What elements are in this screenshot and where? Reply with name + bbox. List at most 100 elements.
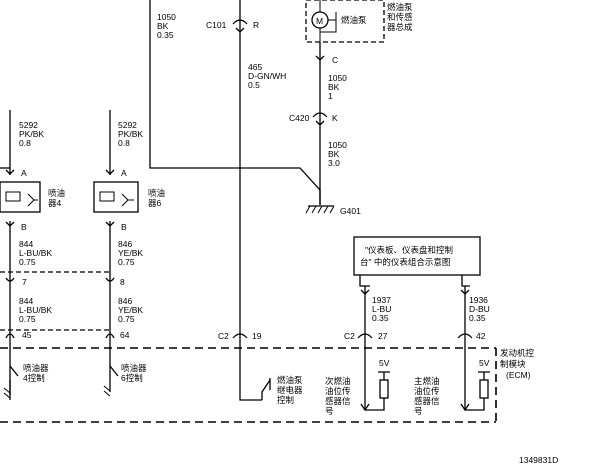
- label-inj4-ctrl-1: 4控制: [23, 373, 45, 383]
- label-inj4-w1_size: 0.75: [19, 257, 36, 267]
- label-inj6-w_top_color: PK/BK: [118, 129, 143, 139]
- ecm-label-2: 制模块: [500, 359, 526, 369]
- label-inj4-pin_b: B: [21, 222, 27, 232]
- label-ecm-sec_sensor-1: 油位传: [325, 386, 351, 396]
- label-ecm-relay_ctrl-2: 控制: [277, 395, 294, 405]
- pump-assembly-2: 和传感: [387, 12, 413, 22]
- c420-pin: K: [332, 113, 338, 123]
- label-ecm-sec_sensor-0: 次燃油: [325, 376, 351, 386]
- pump-motor: M: [316, 16, 323, 26]
- ecm-label-1: 发动机控: [500, 348, 535, 358]
- ecm-box: [0, 347, 497, 423]
- label-inj4-splice_pin: 7: [22, 277, 27, 287]
- wire-left-gauge: 1050: [157, 12, 176, 22]
- label-ecm-main_sensor-0: 主燃油: [414, 376, 440, 386]
- c101-connector: [232, 19, 248, 25]
- w465-size: 0.5: [248, 80, 260, 90]
- label-inj4-label-0: 喷油: [48, 188, 65, 198]
- w-ground-gauge: 1050: [328, 140, 347, 150]
- wire-1050-left: [149, 0, 321, 205]
- pump-label: 燃油泵: [341, 15, 367, 25]
- label-inj6-splice_pin: 8: [120, 277, 125, 287]
- label-sig-w1936_color: D-BU: [469, 304, 490, 314]
- pump-conn: C: [332, 55, 338, 65]
- label-ecm-c2a_pin: 19: [252, 331, 262, 341]
- label-inj4-w_top_color: PK/BK: [19, 129, 44, 139]
- label-inj6-ecm_pin: 64: [120, 330, 130, 340]
- label-inj6-w2_size: 0.75: [118, 314, 135, 324]
- label-inj4-w2_gauge: 844: [19, 296, 33, 306]
- label-inj6-pin_b: B: [121, 222, 127, 232]
- label-ecm-sec_sensor-3: 号: [325, 406, 334, 416]
- label-sig-w1936_size: 0.35: [469, 313, 486, 323]
- label-ecm-c2b_pin: 27: [378, 331, 388, 341]
- pump-assembly-1: 燃油泵: [387, 2, 413, 12]
- label-inj4-label-1: 器4: [48, 198, 62, 208]
- c101-pin: R: [253, 20, 259, 30]
- ref-box: [353, 236, 481, 276]
- w465-gauge: 465: [248, 62, 262, 72]
- ref-line1: "仪表板、仪表盘和控制: [365, 245, 453, 255]
- injector-4: [0, 181, 41, 213]
- label-inj4-w2_size: 0.75: [19, 314, 36, 324]
- wire-left-size: 0.35: [157, 30, 174, 40]
- label-ecm-main_sensor-1: 油位传: [414, 386, 440, 396]
- w-ground-color: BK: [328, 149, 340, 159]
- w-pump-color: BK: [328, 82, 340, 92]
- label-ecm-main_sensor-2: 感器信: [414, 396, 440, 406]
- label-inj4-w_top_gauge: 5292: [19, 120, 38, 130]
- label-inj4-w1_gauge: 844: [19, 239, 33, 249]
- injector-6: [93, 181, 139, 213]
- label-inj6-w1_gauge: 846: [118, 239, 132, 249]
- label-sig-w1937_color: L-BU: [372, 304, 391, 314]
- label-inj6-ctrl-1: 6控制: [121, 373, 143, 383]
- label-inj4-w1_color: L-BU/BK: [19, 248, 52, 258]
- label-sig-w1937_size: 0.35: [372, 313, 389, 323]
- c2-42-connector: [457, 333, 473, 339]
- c2-19-connector: [232, 333, 248, 339]
- label-inj6-label-0: 喷油: [148, 188, 165, 198]
- c420-label: C420: [289, 113, 310, 123]
- ground-icon: [305, 205, 335, 214]
- label-inj6-w1_size: 0.75: [118, 257, 135, 267]
- wire-left-color: BK: [157, 21, 169, 31]
- w465-color: D-GN/WH: [248, 71, 286, 81]
- label-inj6-w_top_gauge: 5292: [118, 120, 137, 130]
- w-pump-size: 1: [328, 91, 333, 101]
- label-ecm-c2b: C2: [344, 331, 355, 341]
- label-inj4-pin_a: A: [21, 168, 27, 178]
- label-inj6-w_top_size: 0.8: [118, 138, 130, 148]
- label-ecm-sec_sensor-2: 感器信: [325, 396, 351, 406]
- label-inj6-w2_color: YE/BK: [118, 305, 143, 315]
- figure-id: 1349831D: [519, 455, 558, 465]
- label-inj4-w_top_size: 0.8: [19, 138, 31, 148]
- w-pump-gauge: 1050: [328, 73, 347, 83]
- label-sig-w1936_gauge: 1936: [469, 295, 488, 305]
- c2-27-connector: [357, 333, 373, 339]
- label-ecm-v5b: 5V: [479, 358, 490, 368]
- label-ecm-v5a: 5V: [379, 358, 390, 368]
- pump-assembly-box: [305, 0, 385, 43]
- label-ecm-main_sensor-3: 号: [414, 406, 423, 416]
- label-inj6-pin_a: A: [121, 168, 127, 178]
- w-ground-size: 3.0: [328, 158, 340, 168]
- ecm-label-3: (ECM): [506, 370, 531, 380]
- pump-assembly-3: 器总成: [387, 22, 413, 32]
- label-sig-w1937_gauge: 1937: [372, 295, 391, 305]
- c101-label: C101: [206, 20, 227, 30]
- label-ecm-relay_ctrl-1: 继电器: [277, 385, 303, 395]
- label-ecm-relay_ctrl-0: 燃油泵: [277, 375, 303, 385]
- ground-label: G401: [340, 206, 361, 216]
- wire-465: [239, 0, 262, 401]
- c420-connector: [312, 112, 328, 118]
- label-inj4-ecm_pin: 45: [22, 330, 32, 340]
- label-ecm-c2b_pin2: 42: [476, 331, 486, 341]
- ref-line2: 台" 中的仪表组合示意图: [360, 257, 450, 267]
- label-inj6-label-1: 器6: [148, 198, 162, 208]
- label-inj4-w2_color: L-BU/BK: [19, 305, 52, 315]
- label-inj6-w2_gauge: 846: [118, 296, 132, 306]
- label-inj6-w1_color: YE/BK: [118, 248, 143, 258]
- label-inj6-ctrl-0: 喷油器: [121, 363, 147, 373]
- label-inj4-ctrl-0: 喷油器: [23, 363, 49, 373]
